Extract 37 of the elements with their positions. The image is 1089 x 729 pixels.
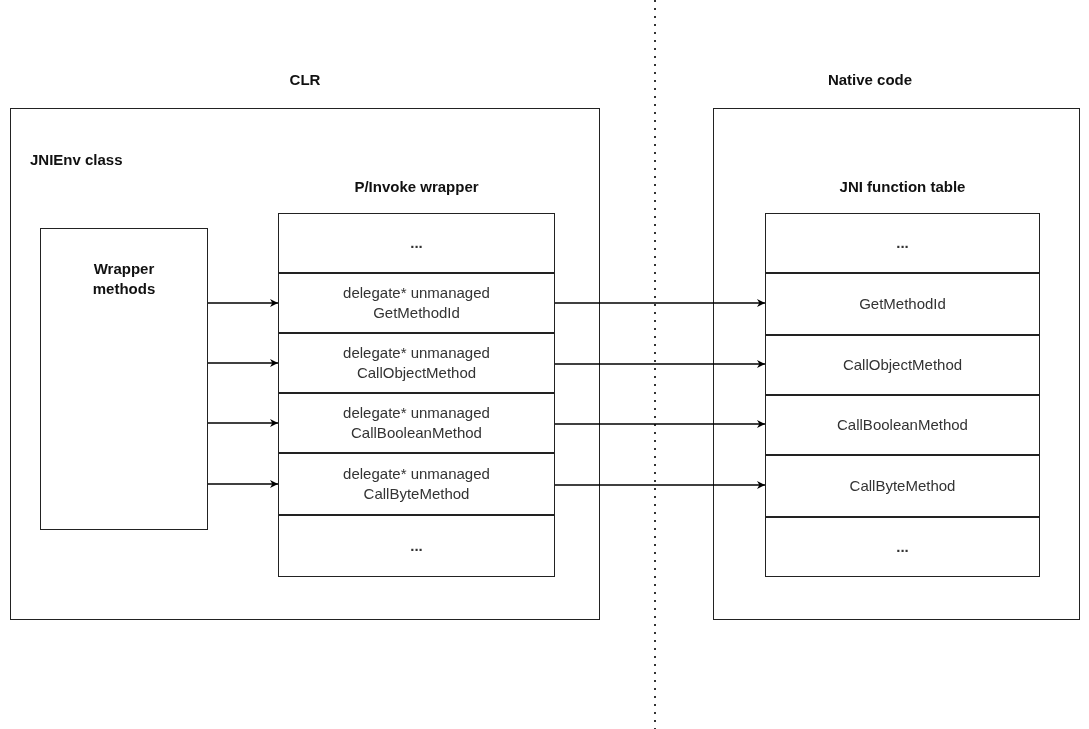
table-row bbox=[278, 273, 555, 333]
table-row bbox=[765, 455, 1040, 517]
row-label: ... bbox=[896, 232, 909, 253]
table-row bbox=[765, 395, 1040, 455]
table-row bbox=[765, 273, 1040, 335]
row-label: CallByteMethod bbox=[849, 475, 956, 496]
arrow bbox=[554, 420, 766, 428]
panel-box bbox=[713, 108, 1080, 620]
row-label: CallBooleanMethod bbox=[837, 414, 968, 435]
arrow bbox=[207, 480, 279, 488]
row-label: delegate* unmanaged CallByteMethod bbox=[342, 463, 491, 504]
table-row bbox=[278, 453, 555, 515]
row-label: delegate* unmanaged CallBooleanMethod bbox=[342, 402, 491, 443]
row-label: GetMethodId bbox=[859, 293, 946, 314]
region-label: CLR bbox=[289, 71, 321, 88]
panel-box bbox=[10, 108, 600, 620]
arrow bbox=[554, 481, 766, 489]
arrow bbox=[554, 299, 766, 307]
arrow bbox=[207, 299, 279, 307]
heading: JNIEnv class bbox=[30, 151, 123, 168]
row-label: ... bbox=[410, 535, 423, 556]
row-label: CallObjectMethod bbox=[842, 354, 963, 375]
row-label: ... bbox=[410, 232, 423, 253]
arrow bbox=[207, 359, 279, 367]
process-box bbox=[40, 228, 208, 530]
table-row bbox=[278, 333, 555, 393]
table-row bbox=[765, 335, 1040, 395]
heading: JNI function table bbox=[839, 178, 966, 195]
arrow bbox=[554, 360, 766, 368]
row-label: ... bbox=[896, 536, 909, 557]
row-label: delegate* unmanaged GetMethodId bbox=[342, 282, 491, 323]
heading: P/Invoke wrapper bbox=[354, 178, 479, 195]
arrow bbox=[207, 419, 279, 427]
table-row bbox=[278, 393, 555, 453]
region-label: Native code bbox=[827, 71, 913, 88]
row-label: delegate* unmanaged CallObjectMethod bbox=[342, 342, 491, 383]
box-label: Wrapper methods bbox=[91, 259, 157, 300]
